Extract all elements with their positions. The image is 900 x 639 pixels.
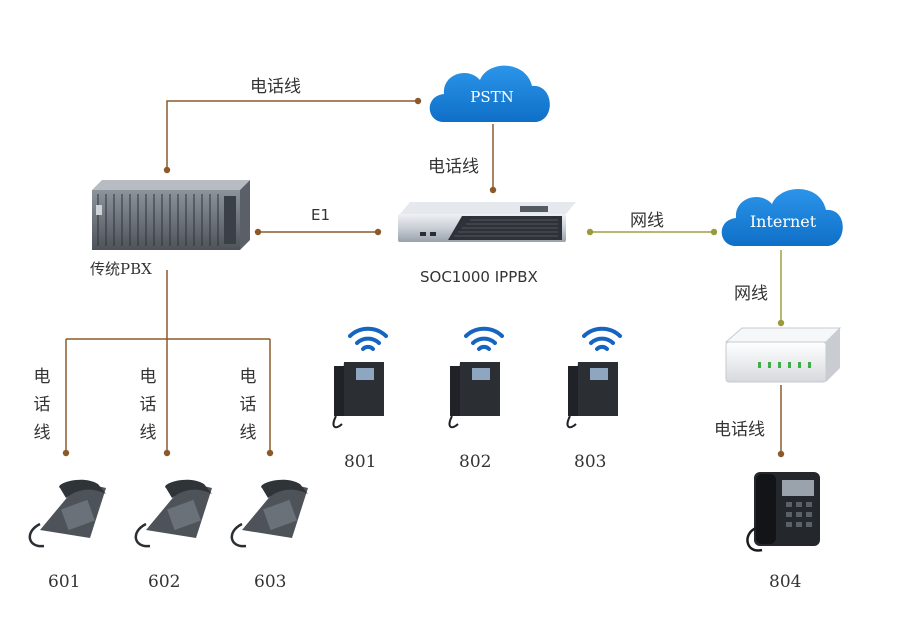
legacy-pbx-icon [92, 180, 250, 250]
internet-label: Internet [749, 212, 817, 231]
link-label-vertical-602: 电话线 [139, 367, 157, 443]
gateway-device-icon [724, 327, 842, 383]
link-label-vertical-601: 电话线 [33, 367, 51, 443]
dot [163, 166, 171, 174]
dot [777, 450, 785, 458]
dot [266, 449, 274, 457]
desk-phone-icon-804 [746, 472, 820, 552]
ip-phone-icon-803 [566, 326, 622, 429]
dot [777, 319, 785, 327]
connection-dots-olive [586, 228, 785, 327]
extension-802: 802 [459, 452, 492, 472]
extension-602: 602 [148, 572, 181, 592]
link-label-pbx-pstn: 电话线 [250, 77, 301, 97]
wifi-icon [464, 326, 504, 351]
link-pbx-pstn [166, 100, 418, 170]
dot [414, 97, 422, 105]
pstn-label: PSTN [470, 88, 514, 106]
link-label-internet-gateway: 网线 [734, 284, 768, 304]
wifi-icon [582, 326, 622, 351]
dot [62, 449, 70, 457]
analog-phone-icon-602 [134, 479, 212, 548]
link-label-gateway-phone: 电话线 [714, 420, 765, 440]
ippbx-label: SOC1000 IPPBX [420, 268, 538, 286]
legacy-pbx-label: 传统PBX [90, 260, 152, 278]
dot [254, 228, 262, 236]
extension-601: 601 [48, 572, 81, 592]
connection-dots [62, 97, 785, 458]
dot [163, 449, 171, 457]
internet-cloud-icon [721, 188, 843, 246]
extension-603: 603 [254, 572, 287, 592]
connection-lines [65, 100, 782, 454]
ip-phone-icon-801 [332, 326, 388, 429]
dot [710, 228, 718, 236]
ip-phone-icon-802 [448, 326, 504, 429]
pstn-cloud-icon [429, 65, 550, 122]
link-label-vertical-603: 电话线 [239, 367, 257, 443]
extension-801: 801 [344, 452, 377, 472]
extension-803: 803 [574, 452, 607, 472]
analog-phone-icon-603 [230, 479, 308, 548]
dot [489, 186, 497, 194]
dot [374, 228, 382, 236]
connection-lines-olive [590, 231, 782, 323]
extension-804: 804 [769, 572, 802, 592]
link-label-e1: E1 [311, 206, 331, 224]
wifi-icon [348, 326, 388, 351]
ippbx-server-icon [398, 202, 576, 242]
dot [586, 228, 594, 236]
analog-phone-icon-601 [28, 479, 106, 548]
link-label-pstn-ippbx: 电话线 [428, 157, 479, 177]
link-label-ippbx-internet: 网线 [630, 211, 664, 231]
